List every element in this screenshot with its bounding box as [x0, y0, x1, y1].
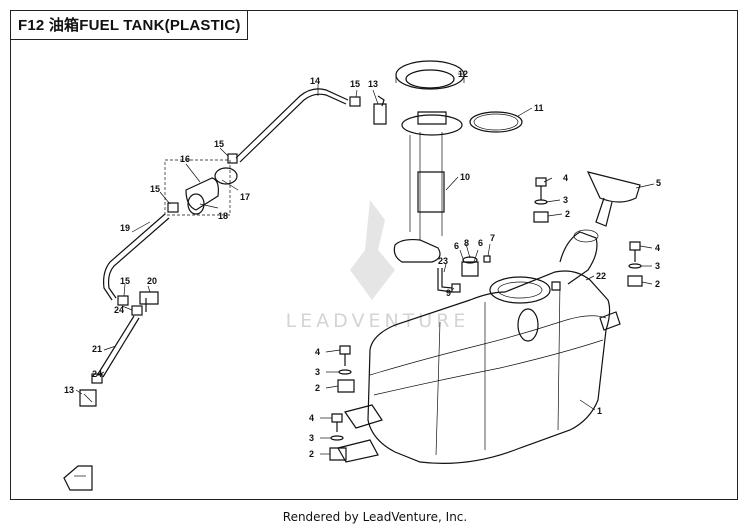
callout-1: 1 [597, 406, 602, 416]
fuel-filter-assembly [164, 159, 238, 216]
diagram-frame [10, 10, 738, 500]
callout-4: 4 [655, 243, 660, 253]
callout-17: 17 [240, 192, 250, 202]
callout-5: 5 [656, 178, 661, 188]
clamp-15-filter [167, 202, 179, 213]
clamp-24-upper [131, 305, 143, 316]
callout-9: 9 [446, 288, 451, 298]
callout-labels: 1 2 2 2 2 2 3 3 3 3 3 4 4 4 4 5 6 6 7 8 … [64, 69, 661, 459]
callout-4: 4 [563, 173, 568, 183]
fuel-tank [337, 229, 621, 464]
callout-7: 7 [490, 233, 495, 243]
clamp-15-mid [227, 153, 238, 164]
watermark-text: LEADVENTURE [285, 310, 470, 332]
callout-24: 24 [92, 369, 102, 379]
callout-20: 20 [147, 276, 157, 286]
clamp-15-upper [349, 96, 361, 107]
locking-ring [395, 60, 465, 90]
callout-8: 8 [464, 238, 469, 248]
callout-18: 18 [218, 211, 228, 221]
callout-12: 12 [458, 69, 468, 79]
callout-16: 16 [180, 154, 190, 164]
valve-assembly [437, 255, 561, 293]
callout-3: 3 [315, 367, 320, 377]
fuel-line-19 [103, 213, 170, 301]
mount-stack-left-upper [337, 345, 355, 393]
callout-4: 4 [309, 413, 314, 423]
mount-stack-right-upper [533, 177, 549, 223]
page-title: F12 油箱FUEL TANK(PLASTIC) [10, 10, 248, 40]
seal-ring [469, 111, 523, 133]
callout-21: 21 [92, 344, 102, 354]
callout-23: 23 [438, 256, 448, 266]
callout-3: 3 [309, 433, 314, 443]
callout-10: 10 [460, 172, 470, 182]
tee-fitting-20 [139, 291, 159, 312]
callout-2: 2 [655, 279, 660, 289]
callout-15: 15 [120, 276, 130, 286]
callout-2: 2 [309, 449, 314, 459]
callout-3: 3 [563, 195, 568, 205]
mount-stack-right-lower [627, 241, 643, 287]
callout-11: 11 [534, 103, 544, 113]
footer-credit: Rendered by LeadVenture, Inc. [282, 510, 468, 524]
watermark-logo [350, 200, 395, 300]
front-direction-arrow-icon [63, 465, 93, 491]
callout-13: 13 [368, 79, 378, 89]
callout-15: 15 [150, 184, 160, 194]
callout-14: 14 [310, 76, 320, 86]
fuel-pump-assembly [393, 111, 463, 263]
leader-lines [75, 73, 655, 455]
mount-stack-left-lower [329, 413, 347, 461]
callout-2: 2 [565, 209, 570, 219]
callout-22: 22 [596, 271, 606, 281]
callout-6: 6 [478, 238, 483, 248]
callout-15: 15 [214, 139, 224, 149]
fitting-13-upper [373, 95, 387, 125]
callout-15: 15 [350, 79, 360, 89]
callout-3: 3 [655, 261, 660, 271]
callout-24: 24 [114, 305, 124, 315]
callout-4: 4 [315, 347, 320, 357]
clamp-15-lower [117, 295, 129, 306]
clamp-24-lower [91, 373, 103, 384]
callout-13: 13 [64, 385, 74, 395]
fuel-line-14 [235, 88, 349, 163]
fuel-line-21 [97, 315, 140, 378]
callout-6: 6 [454, 241, 459, 251]
fitting-13-lower [79, 389, 97, 407]
filler-cap [586, 171, 641, 227]
callout-2: 2 [315, 383, 320, 393]
callout-19: 19 [120, 223, 130, 233]
